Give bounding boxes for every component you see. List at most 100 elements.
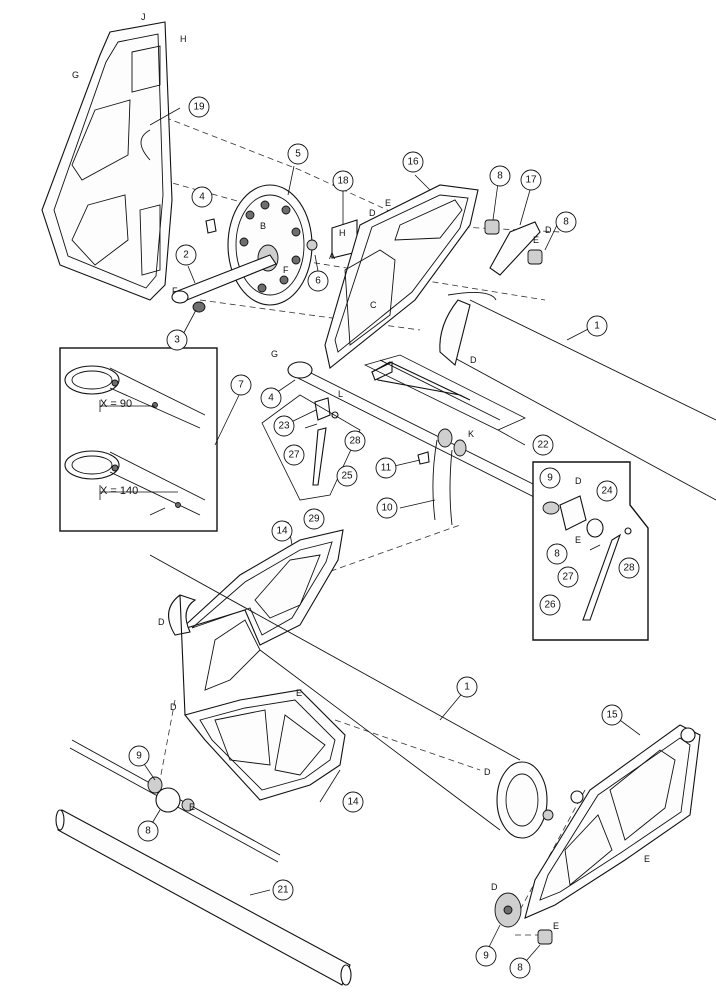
lower-right-hardware [494,892,553,945]
callout-9a-label: 9 [547,473,553,484]
callout-22: 22 [532,434,554,456]
callout-11: 11 [375,457,397,479]
callout-28b-label: 28 [623,563,635,574]
callout-2-label: 2 [183,250,189,261]
callout-14a: 14 [271,520,293,542]
letter-H2: H [339,228,346,238]
letter-D4: D [575,476,582,486]
callout-14a-label: 14 [276,526,288,537]
letter-J: J [141,12,146,22]
letter-E7: E [553,921,559,931]
callout-19-label: 19 [193,102,205,113]
callout-4b: 4 [260,387,282,409]
callout-27a: 27 [283,444,305,466]
callout-10-label: 10 [381,503,393,514]
callout-27b-label: 27 [562,572,574,583]
callout-8a-label: 8 [497,171,503,182]
callout-9b-label: 9 [136,751,142,762]
callout-1a-label: 1 [594,321,600,332]
callout-1b-label: 1 [464,682,470,693]
letter-G2: G [271,349,278,359]
letter-D1: D [369,208,376,218]
callout-8a: 8 [489,165,511,187]
callout-22-label: 22 [537,440,549,451]
callout-1a: 1 [586,315,608,337]
part-17-bracket [484,219,543,276]
lower-left-shaft [69,739,281,863]
callout-21: 21 [272,879,294,901]
callout-19: 19 [188,96,210,118]
callout-4a: 4 [191,186,213,208]
callout-10: 10 [376,497,398,519]
callout-8b-label: 8 [563,217,569,228]
callout-9c-label: 9 [483,951,489,962]
callout-17: 17 [520,169,542,191]
callout-23: 23 [273,415,295,437]
letter-B: B [260,221,266,231]
part-14-frame-upper [168,529,344,691]
letter-E2: E [533,235,539,245]
callout-27a-label: 27 [288,450,300,461]
callout-17-label: 17 [525,175,537,186]
letter-E5: E [189,802,195,812]
dimension-labels: X = 90 X = 140 [100,398,138,497]
callout-26-label: 26 [544,600,556,611]
callout-29: 29 [303,508,325,530]
shaft-line [287,361,546,501]
letter-D8: D [491,882,498,892]
callout-28a: 28 [344,430,366,452]
part-1-upper-tube [439,291,716,501]
callout-24: 24 [596,480,618,502]
callout-8d-label: 8 [145,826,151,837]
callout-28b: 28 [618,557,640,579]
callout-21-label: 21 [277,885,289,896]
dimension-x90: X = 90 [100,398,132,410]
callout-18-label: 18 [337,176,349,187]
lever-group-29 [261,394,361,501]
callout-16: 16 [402,151,424,173]
letter-D7: D [484,767,491,777]
callouts: 19 5 16 18 8 17 8 4 2 6 3 1 7 4 23 28 22… [128,96,640,979]
letter-F2: F [283,265,289,275]
callout-8b: 8 [555,211,577,233]
letter-D3: D [470,355,477,365]
callout-11-label: 11 [381,463,392,474]
letter-D2: D [545,225,552,235]
callout-25-label: 25 [341,471,353,482]
letter-E1: E [385,198,391,208]
callout-8d: 8 [137,820,159,842]
callout-5-label: 5 [295,149,301,160]
callout-4a-label: 4 [199,192,205,203]
part-15-frame-right [524,724,701,919]
callout-26: 26 [539,594,561,616]
callout-1b: 1 [456,676,478,698]
callout-18: 18 [332,170,354,192]
letter-F1: F [172,286,178,296]
callout-3: 3 [166,329,188,351]
part-14-frame-lower [179,594,346,801]
part-22-bracket-bar [363,354,526,431]
callout-23-label: 23 [278,421,290,432]
part-5-sprocket-disc [227,184,313,306]
letter-C: C [370,300,377,310]
callout-29-label: 29 [308,514,320,525]
part-21-long-tube [55,809,352,986]
callout-9b: 9 [128,745,150,767]
letter-D5: D [158,617,165,627]
callout-7: 7 [230,374,252,396]
callout-28a-label: 28 [349,436,361,447]
inset-detail-right [532,461,649,641]
dimension-x140: X = 140 [100,485,138,497]
part-2-lever-arm [171,254,277,304]
letter-A: A [329,251,335,261]
callout-6: 6 [307,270,329,292]
callout-2: 2 [175,244,197,266]
callout-5: 5 [287,143,309,165]
letter-E3: E [575,535,581,545]
reference-letters: J H G B F F A H D E C D E D G L K D E D … [72,12,650,931]
callout-3-label: 3 [174,335,180,346]
callout-16-label: 16 [407,157,419,168]
callout-15: 15 [601,704,623,726]
callout-8e: 8 [509,957,531,979]
